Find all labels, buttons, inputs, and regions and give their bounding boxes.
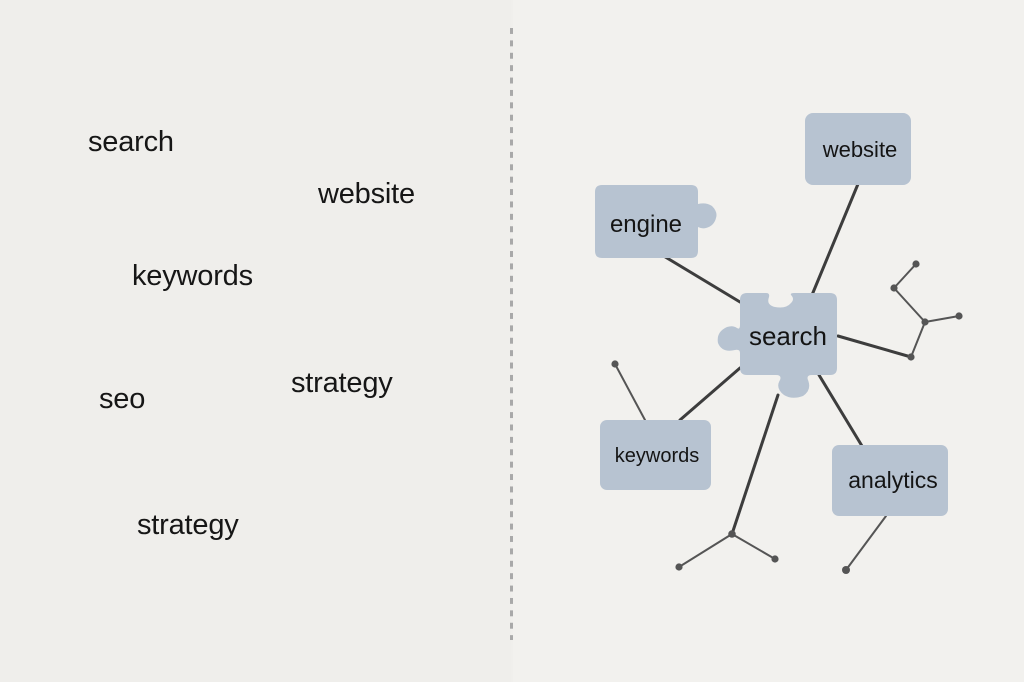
dot	[842, 566, 850, 574]
edge-thin	[731, 533, 776, 560]
connectors	[660, 182, 913, 536]
node-website-label: website	[822, 137, 898, 162]
edge-thin	[614, 363, 646, 421]
edge-engine-search	[660, 253, 742, 304]
node-box	[805, 113, 911, 185]
node-keywords[interactable]: keywords	[600, 420, 711, 490]
thin-connectors	[614, 263, 960, 571]
edge-thin	[893, 263, 917, 289]
node-search-label: search	[749, 321, 827, 351]
puzzle-piece-icon	[717, 293, 837, 398]
word-seo: seo	[99, 383, 146, 415]
edge-thin	[910, 321, 926, 358]
left-panel: search website keywords seo strategy str…	[0, 0, 511, 682]
edge-thin	[893, 287, 926, 323]
edge-search-branch	[730, 393, 780, 536]
edge-thin	[924, 315, 960, 323]
dot	[907, 353, 915, 361]
node-keywords-label: keywords	[615, 445, 699, 467]
node-box	[832, 445, 948, 516]
edge-search-keywords	[678, 366, 742, 422]
dots	[611, 260, 963, 574]
edge-thin	[845, 515, 887, 571]
edge-website-search	[810, 182, 860, 297]
edge-search-analytics	[817, 373, 864, 448]
node-search[interactable]: search	[717, 293, 837, 398]
dot	[890, 284, 898, 292]
edge-search-cluster	[836, 334, 913, 359]
node-box	[600, 420, 711, 490]
dot	[728, 530, 736, 538]
dot	[921, 318, 929, 326]
dot	[675, 563, 683, 571]
word-search: search	[88, 126, 174, 158]
node-website[interactable]: website	[805, 113, 911, 185]
dot	[912, 260, 920, 268]
node-analytics-label: analytics	[848, 467, 937, 493]
node-engine-label: engine	[610, 211, 682, 238]
word-strategy: strategy	[137, 509, 239, 541]
node-engine[interactable]: engine	[595, 185, 717, 258]
node-analytics[interactable]: analytics	[832, 445, 948, 516]
word-strategy: strategy	[291, 367, 393, 399]
edge-thin	[678, 533, 733, 568]
puzzle-piece-icon	[595, 185, 717, 258]
dashed-divider	[510, 28, 513, 640]
word-website: website	[318, 178, 415, 210]
dot	[611, 360, 619, 368]
dot	[771, 555, 779, 563]
dot	[955, 312, 963, 320]
word-keywords: keywords	[132, 260, 253, 292]
